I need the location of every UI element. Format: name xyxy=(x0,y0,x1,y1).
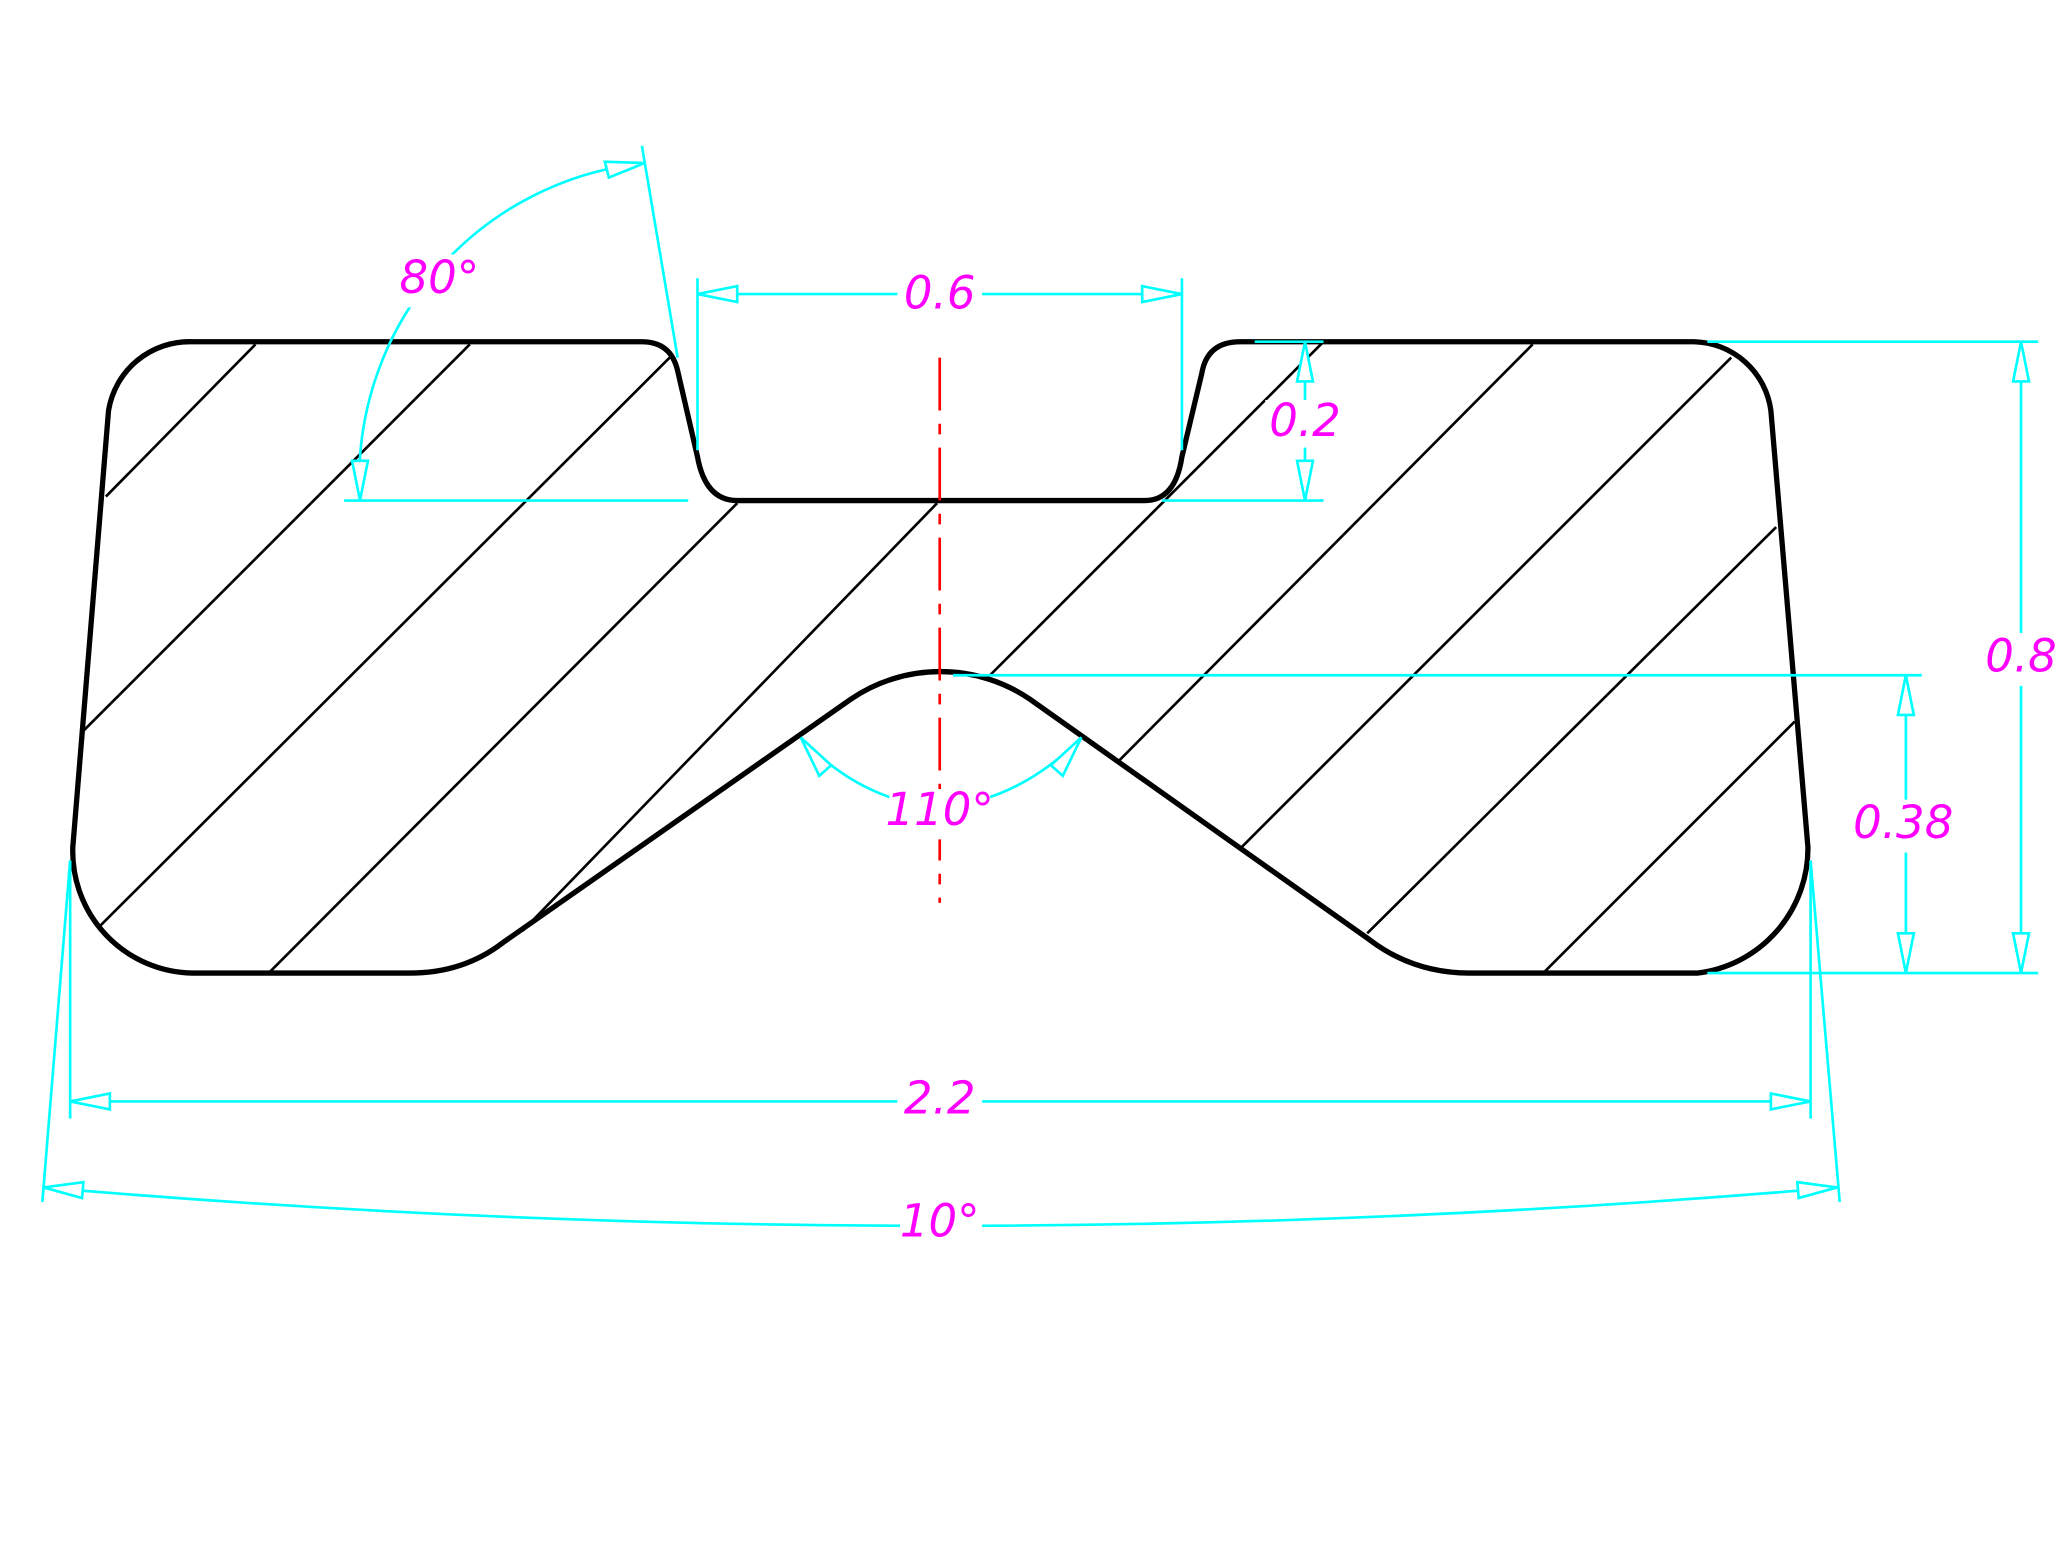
total-height-label: 0.8 xyxy=(1985,629,2057,682)
part-outline xyxy=(70,339,1811,976)
slot-width-label: 0.6 xyxy=(904,267,976,320)
dim-slot-width: 0.6 xyxy=(696,267,1184,451)
dim-bottom-width: 2.2 xyxy=(68,860,1812,1128)
top-angle-label: 80° xyxy=(400,251,480,304)
hatch-pattern xyxy=(82,340,1796,974)
side-taper-label: 10° xyxy=(900,1195,980,1248)
dim-slot-depth: 0.2 xyxy=(1162,340,1348,502)
notch-angle-label: 110° xyxy=(886,783,994,836)
bottom-width-label: 2.2 xyxy=(904,1071,976,1124)
dim-notch-angle: 110° xyxy=(799,736,1083,840)
dim-total-height: 0.8 xyxy=(1707,340,2061,975)
dim-notch-height: 0.38 xyxy=(952,673,1962,974)
slot-depth-label: 0.2 xyxy=(1269,394,1341,447)
notch-height-label: 0.38 xyxy=(1853,796,1953,849)
dim-side-taper: 10° xyxy=(41,860,1842,1253)
dim-top-angle: 80° xyxy=(344,145,689,502)
